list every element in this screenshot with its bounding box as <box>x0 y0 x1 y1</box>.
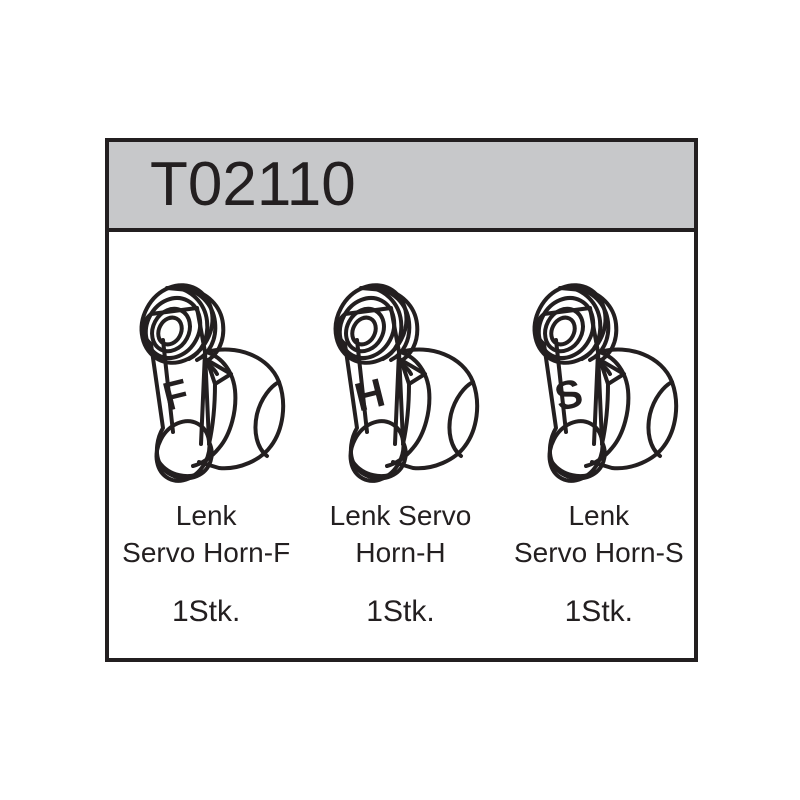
part-number-label: T02110 <box>150 150 356 219</box>
part-caption: Lenk Servo Horn-S <box>514 497 684 571</box>
servo-horn-icon: H <box>305 248 495 493</box>
emboss-letter: S <box>550 371 587 420</box>
part-quantity: 1Stk. <box>171 595 241 628</box>
part-item: F Lenk Servo Horn-F 1Stk. <box>109 232 301 658</box>
part-item: S Lenk Servo Horn-S 1Stk. <box>496 232 694 658</box>
parts-card: T02110 <box>105 138 698 662</box>
part-caption-line2: Servo Horn-F <box>122 537 291 568</box>
part-item: H Lenk Servo Horn-H 1Stk. <box>301 232 495 658</box>
part-quantity: 1Stk. <box>564 595 633 628</box>
part-caption-line2: Horn-H <box>355 537 446 568</box>
card-body: F Lenk Servo Horn-F 1Stk. <box>109 232 694 658</box>
servo-horn-icon: F <box>111 248 301 493</box>
card-header: T02110 <box>109 142 694 232</box>
servo-horn-icon: S <box>504 248 694 493</box>
emboss-letter: F <box>159 371 193 420</box>
part-caption: Lenk Servo Horn-H <box>330 497 472 571</box>
part-caption: Lenk Servo Horn-F <box>122 497 290 571</box>
part-quantity: 1Stk. <box>366 595 435 628</box>
part-caption-line1: Lenk <box>175 500 237 531</box>
part-caption-line1: Lenk Servo <box>329 500 472 531</box>
part-caption-line2: Servo Horn-S <box>514 537 684 568</box>
part-caption-line1: Lenk <box>568 500 630 531</box>
